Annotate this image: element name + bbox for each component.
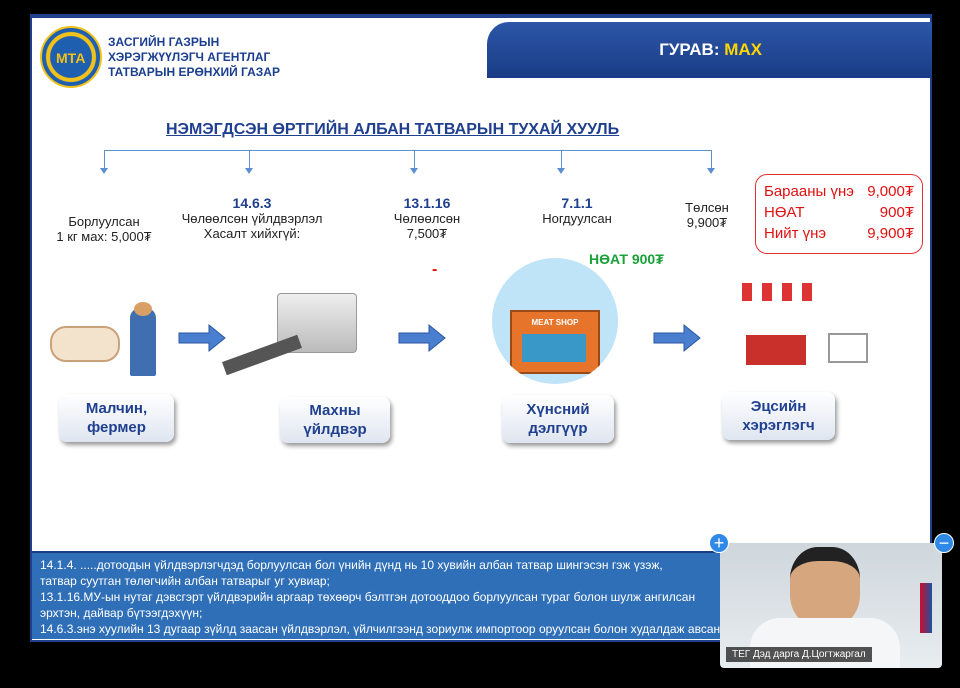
organization-name: ЗАСГИЙН ГАЗРЫН ХЭРЭГЖҮҮЛЭГЧ АГЕНТЛАГ ТАТ… — [108, 35, 280, 80]
video-participant-tile[interactable]: ТЕГ Дэд дарга Д.Цогтжаргал — [720, 543, 942, 668]
vat-label: НӨАТ 900₮ — [589, 251, 664, 267]
farmer-button[interactable]: Малчин,фермер — [59, 394, 174, 442]
arrow-right-icon — [398, 323, 446, 353]
bracket-line — [104, 150, 712, 151]
presentation-slide: МТА ЗАСГИЙН ГАЗРЫН ХЭРЭГЖҮҮЛЭГЧ АГЕНТЛАГ… — [30, 14, 932, 642]
arrow-down-icon — [245, 150, 253, 174]
arrow-down-icon — [707, 150, 715, 174]
zoom-in-button[interactable]: + — [709, 533, 729, 553]
org-line: ТАТВАРЫН ЕРӨНХИЙ ГАЗАР — [108, 65, 280, 79]
consumer-illustration — [732, 283, 882, 378]
arrow-down-icon — [557, 150, 565, 174]
arrow-down-icon — [100, 150, 108, 174]
farmer-cow-illustration — [50, 302, 170, 378]
arrow-right-icon — [178, 323, 226, 353]
zoom-out-button[interactable]: − — [934, 533, 954, 553]
meat-factory-illustration — [217, 288, 387, 383]
mta-logo: МТА — [40, 26, 102, 88]
section-header: ГУРАВ: МАХ — [487, 22, 932, 78]
slide-title: НЭМЭГДСЭН ӨРТГИЙН АЛБАН ТАТВАРЫН ТУХАЙ Х… — [166, 121, 620, 138]
minus-sign: - — [432, 261, 438, 278]
arrow-right-icon — [653, 323, 701, 353]
participant-name: ТЕГ Дэд дарга Д.Цогтжаргал — [726, 647, 872, 662]
org-line: ЗАСГИЙН ГАЗРЫН — [108, 35, 220, 49]
meat-shop-illustration: MEAT SHOP — [492, 258, 618, 384]
org-line: ХЭРЭГЖҮҮЛЭГЧ АГЕНТЛАГ — [108, 50, 271, 64]
arrow-down-icon — [410, 150, 418, 174]
